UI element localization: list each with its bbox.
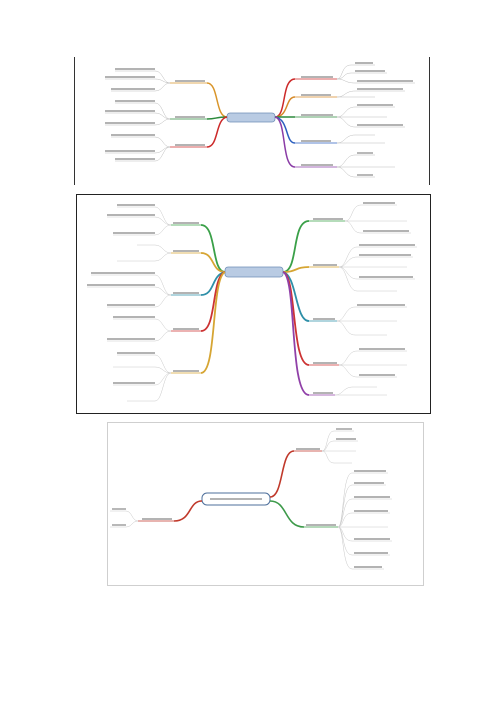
branch-line bbox=[206, 116, 228, 120]
central-node bbox=[224, 266, 284, 278]
mindmap-panel-1 bbox=[74, 57, 430, 185]
leaf-lines bbox=[110, 430, 392, 570]
mindmap-panel-3 bbox=[107, 422, 424, 586]
mindmap-2-canvas bbox=[87, 202, 417, 402]
branch-line bbox=[274, 116, 296, 168]
branch-line bbox=[200, 224, 226, 273]
branch-line bbox=[282, 220, 310, 273]
branch-line bbox=[206, 116, 228, 148]
branch-line bbox=[274, 116, 296, 144]
central-node bbox=[226, 112, 276, 123]
branch-line bbox=[206, 82, 228, 118]
leaf-lines-left bbox=[105, 70, 171, 162]
branch-line bbox=[269, 500, 305, 528]
branch-line bbox=[200, 252, 226, 273]
illegible-leaf-text bbox=[112, 428, 390, 568]
illegible-leaf-text bbox=[105, 62, 413, 176]
branch-line bbox=[200, 271, 226, 374]
leaf-lines bbox=[87, 204, 417, 402]
mindmap-1-canvas bbox=[105, 62, 415, 178]
mindmap-3-canvas bbox=[110, 428, 392, 570]
leaf-lines-right bbox=[336, 64, 415, 178]
branch-line bbox=[282, 271, 310, 396]
branch-underlines bbox=[309, 220, 345, 396]
illegible-leaf-text bbox=[87, 202, 415, 394]
branch-line bbox=[274, 96, 296, 118]
mindmap-panel-2 bbox=[76, 194, 431, 414]
branch-line bbox=[200, 271, 226, 332]
branch-line bbox=[269, 450, 295, 498]
branch-line bbox=[173, 500, 203, 522]
branch-line bbox=[282, 266, 310, 273]
branch-underlines-left bbox=[171, 224, 201, 374]
